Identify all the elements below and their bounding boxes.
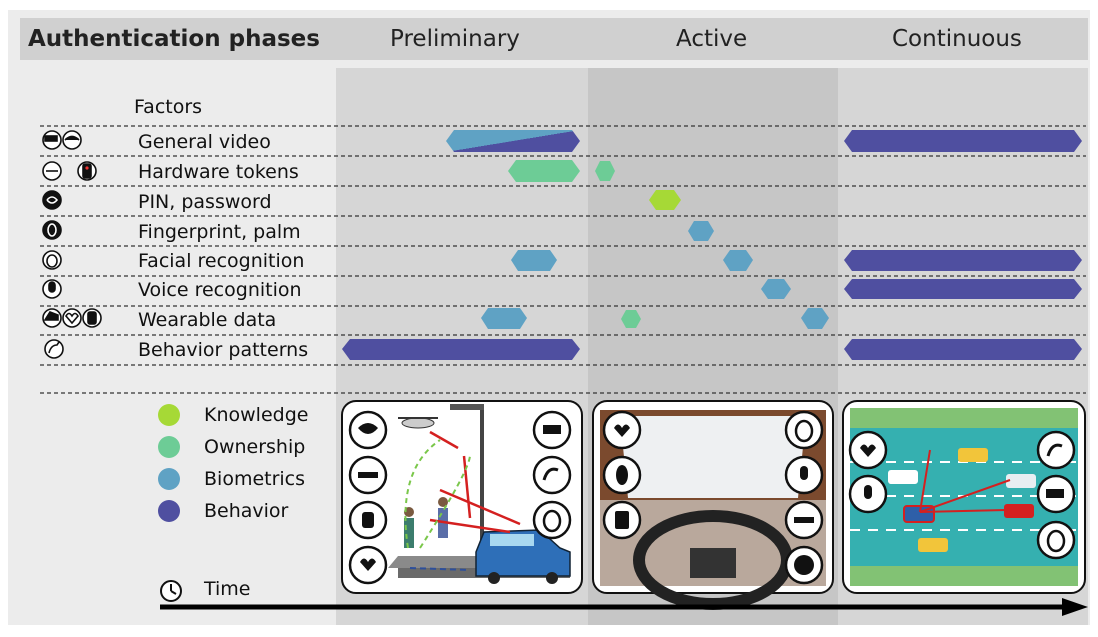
drone-icon: [398, 417, 438, 429]
brain-icon: [42, 190, 62, 210]
clock-icon: [160, 580, 182, 602]
face-icon: [784, 410, 824, 450]
legend-label: Knowledge: [204, 404, 309, 426]
legend-swatch: [158, 404, 180, 426]
bar-wearable-preliminary: [481, 308, 527, 329]
factor-label-wearable: Wearable data: [138, 309, 277, 331]
legend-label: Ownership: [204, 436, 306, 458]
cctv-camera-icon: [42, 130, 62, 150]
face-icon: [42, 250, 62, 270]
factor-label-pin-password: PIN, password: [138, 191, 272, 213]
phase-label-continuous: Continuous: [892, 26, 1022, 52]
bar-hardware-tokens-active: [595, 161, 615, 181]
bar-hardware-tokens-preliminary: [508, 160, 580, 182]
panel-continuous: [842, 400, 1086, 594]
bar-facial-active: [723, 250, 753, 271]
phase-label-active: Active: [676, 26, 748, 52]
key-icon: [42, 161, 62, 181]
microphone-icon: [42, 279, 62, 299]
face-icon: [532, 500, 572, 540]
factor-label-behavior: Behavior patterns: [138, 339, 309, 361]
smartwatch-icon: [82, 308, 102, 328]
legend-label: Behavior: [204, 500, 289, 522]
panel-preliminary: [341, 400, 583, 594]
row-separators: [40, 125, 1086, 394]
bar-facial-preliminary: [511, 250, 557, 271]
bar-facial-continuous: [844, 250, 1082, 271]
diagram-title: Authentication phases: [28, 26, 320, 52]
factor-label-general-video: General video: [138, 131, 271, 153]
heartbeat-icon: [62, 308, 82, 328]
phase-label-preliminary: Preliminary: [390, 26, 520, 52]
bar-general-video-preliminary: [446, 130, 580, 152]
bar-wearable-active-ownership: [621, 310, 641, 328]
face-icon: [1036, 520, 1076, 560]
factor-label-hardware-tokens: Hardware tokens: [138, 161, 299, 183]
bar-voice-continuous: [844, 279, 1082, 299]
legend-label: Biometrics: [204, 468, 306, 490]
gesture-icon: [44, 339, 64, 359]
time-label: Time: [204, 578, 251, 600]
bar-behavior-preliminary: [342, 339, 580, 360]
fingerprint-icon: [42, 220, 62, 240]
eye-icon: [62, 130, 82, 150]
gesture-icon: [532, 455, 572, 495]
legend-swatch: [158, 500, 180, 522]
panel-active: [592, 400, 834, 610]
shoe-icon: [42, 308, 62, 328]
legend-swatch: [158, 436, 180, 458]
bar-pin-password: [649, 190, 681, 210]
bar-general-video-continuous: [844, 130, 1082, 152]
factors-heading: Factors: [134, 96, 203, 118]
factor-label-voice: Voice recognition: [138, 279, 302, 301]
gesture-icon: [1036, 430, 1076, 470]
bar-fingerprint: [688, 221, 714, 241]
bar-voice-active: [761, 279, 791, 299]
car-icon: [475, 529, 571, 584]
factor-label-facial: Facial recognition: [138, 250, 305, 272]
phone-icon: [77, 161, 97, 181]
time-arrow: [160, 598, 1088, 616]
bar-wearable-active-biometric: [801, 308, 829, 329]
bar-behavior-continuous: [844, 339, 1082, 360]
factor-label-fingerprint: Fingerprint, palm: [138, 221, 301, 243]
header-band: [20, 18, 1088, 60]
legend-swatch: [158, 468, 180, 490]
